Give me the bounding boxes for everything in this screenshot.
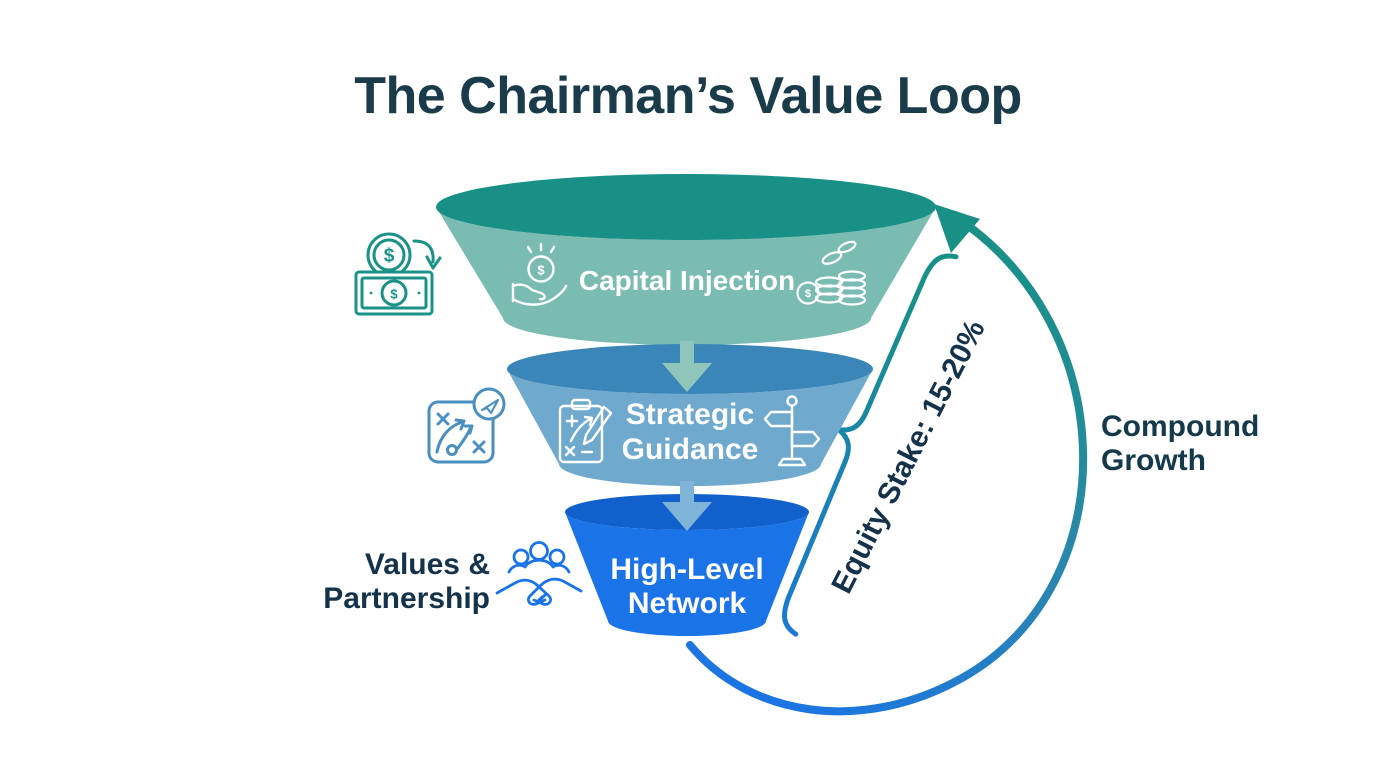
- compound-growth-line: Growth: [1101, 444, 1206, 477]
- tier-label-capital-injection: Capital Injection: [507, 266, 867, 296]
- clipboard-strategy-icon: [558, 398, 613, 464]
- funnel-tier-strategic-guidance: [507, 344, 873, 486]
- loop-arrowhead-icon: [934, 204, 980, 253]
- flow-arrow-1-icon: [662, 341, 712, 392]
- tier1-rim: [436, 174, 936, 240]
- strategy-board-icon: [427, 387, 506, 464]
- tier3-body: [565, 512, 809, 636]
- funnel-tier-high-level-network: [565, 494, 809, 636]
- signpost-icon: [763, 395, 821, 467]
- tier-label-line: High-Level: [610, 553, 764, 586]
- tier-label-strategic-guidance: Strategic Guidance: [540, 397, 840, 467]
- tier-label-line: Capital Injection: [578, 265, 796, 296]
- tier-label-line: Guidance: [621, 433, 759, 466]
- tier2-body: [507, 369, 873, 486]
- compound-growth-label: Compound Growth: [1101, 410, 1259, 478]
- loop-arrow-curve: [686, 214, 1088, 716]
- partnership-handshake-icon: [495, 541, 583, 606]
- coin-stacks-icon: $: [796, 240, 867, 306]
- tier-label-line: Strategic: [625, 398, 755, 431]
- values-partnership-label: Values & Partnership: [290, 548, 490, 616]
- compound-growth-loop-arrow: [686, 204, 1088, 716]
- values-partnership-line: Partnership: [323, 582, 490, 615]
- values-partnership-line: Values &: [364, 548, 490, 581]
- tier1-body: [436, 207, 936, 345]
- money-transfer-icon: $ $: [354, 232, 442, 316]
- svg-text:$: $: [537, 263, 545, 278]
- tier-label-line: Network: [627, 587, 747, 620]
- svg-text:$: $: [390, 287, 398, 302]
- flow-arrow-2-icon: [662, 481, 712, 531]
- page-title: The Chairman’s Value Loop: [354, 67, 1022, 125]
- svg-text:$: $: [384, 246, 395, 267]
- hand-coin-icon: $: [511, 242, 568, 306]
- funnel-tier-capital-injection: [436, 174, 936, 345]
- compound-growth-line: Compound: [1101, 410, 1260, 443]
- tier-label-high-level-network: High-Level Network: [537, 553, 837, 621]
- svg-text:$: $: [805, 288, 811, 300]
